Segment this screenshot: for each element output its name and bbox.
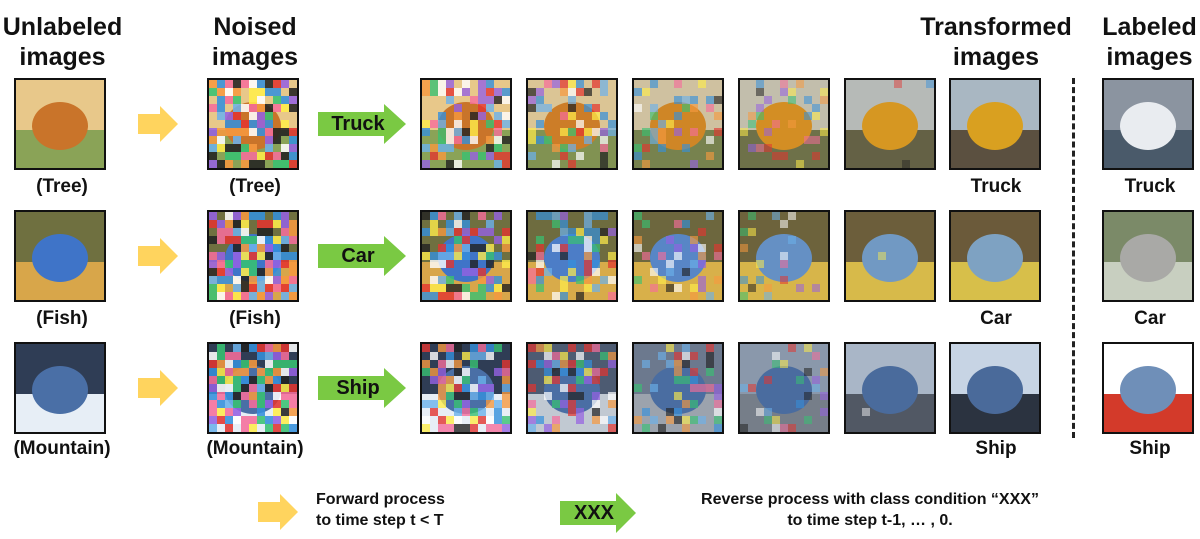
reverse-step-image [844, 342, 936, 434]
transformed-image-caption: Car [980, 308, 1012, 329]
legend-reverse-line2: to time step t-1, … , 0. [787, 512, 953, 529]
condition-arrow-icon [318, 368, 406, 408]
header-labeled-line1: Labeled [1102, 13, 1197, 41]
unlabeled-image [14, 78, 106, 170]
reverse-step-image [844, 78, 936, 170]
reverse-step-image [420, 342, 512, 434]
separator-dashed-line [1072, 78, 1075, 438]
condition-arrow-icon [318, 236, 406, 276]
unlabeled-image [14, 342, 106, 434]
header-noised-line1: Noised [213, 13, 297, 41]
unlabeled-image-caption: (Mountain) [13, 438, 111, 459]
transformed-image-caption: Truck [970, 176, 1022, 197]
header-transformed: Transformed images [915, 12, 1077, 72]
reverse-step-image [526, 78, 618, 170]
legend-forward-arrow-icon [258, 494, 298, 530]
noised-image-caption: (Mountain) [206, 438, 304, 459]
transformed-image [949, 210, 1041, 302]
reverse-step-image [526, 210, 618, 302]
transformed-image [949, 342, 1041, 434]
labeled-image-caption: Car [1134, 308, 1166, 329]
unlabeled-image [14, 210, 106, 302]
legend-forward-text: Forward process to time step t < T [316, 489, 445, 531]
noised-image [207, 342, 299, 434]
condition-arrow-icon [318, 104, 406, 144]
legend-reverse-box-label: XXX [573, 502, 615, 524]
legend-reverse-arrow: XXX [560, 493, 636, 533]
condition-arrow: Car [318, 236, 406, 276]
labeled-image [1102, 78, 1194, 170]
reverse-step-image [420, 78, 512, 170]
forward-arrow-icon [138, 106, 178, 142]
header-labeled: Labeled images [1092, 12, 1200, 72]
condition-label: Car [341, 245, 375, 267]
reverse-step-image [526, 342, 618, 434]
transformed-image [949, 78, 1041, 170]
reverse-step-image [844, 210, 936, 302]
header-unlabeled-line1: Unlabeled [2, 13, 123, 41]
unlabeled-image-caption: (Tree) [36, 176, 88, 197]
reverse-step-image [632, 342, 724, 434]
condition-label: Ship [336, 377, 380, 399]
noised-image [207, 78, 299, 170]
condition-arrow: Truck [318, 104, 406, 144]
reverse-step-image [632, 210, 724, 302]
legend-forward-line1: Forward process [316, 491, 445, 508]
legend-reverse-line1: Reverse process with class condition “XX… [701, 491, 1039, 508]
header-transformed-line1: Transformed [920, 13, 1072, 41]
header-noised-line2: images [211, 43, 299, 71]
labeled-image [1102, 342, 1194, 434]
legend-reverse-arrow-icon [560, 493, 636, 533]
condition-arrow: Ship [318, 368, 406, 408]
header-unlabeled-line2: images [19, 43, 106, 71]
reverse-step-image [738, 78, 830, 170]
reverse-step-image [738, 342, 830, 434]
legend-forward-line2: to time step t < T [316, 512, 444, 529]
reverse-step-image [632, 78, 724, 170]
labeled-image-caption: Truck [1124, 176, 1176, 197]
reverse-step-image [738, 210, 830, 302]
noised-image [207, 210, 299, 302]
transformed-image-caption: Ship [975, 438, 1017, 459]
header-labeled-line2: images [1106, 43, 1193, 71]
labeled-image-caption: Ship [1129, 438, 1171, 459]
noised-image-caption: (Tree) [229, 176, 281, 197]
header-noised: Noised images [195, 12, 315, 72]
labeled-image [1102, 210, 1194, 302]
forward-arrow-icon [138, 238, 178, 274]
noised-image-caption: (Fish) [229, 308, 281, 329]
header-unlabeled: Unlabeled images [0, 12, 125, 72]
forward-arrow-icon [138, 370, 178, 406]
condition-label: Truck [331, 113, 385, 135]
unlabeled-image-caption: (Fish) [36, 308, 88, 329]
header-transformed-line2: images [952, 43, 1040, 71]
legend-reverse-text: Reverse process with class condition “XX… [660, 489, 1080, 531]
reverse-step-image [420, 210, 512, 302]
